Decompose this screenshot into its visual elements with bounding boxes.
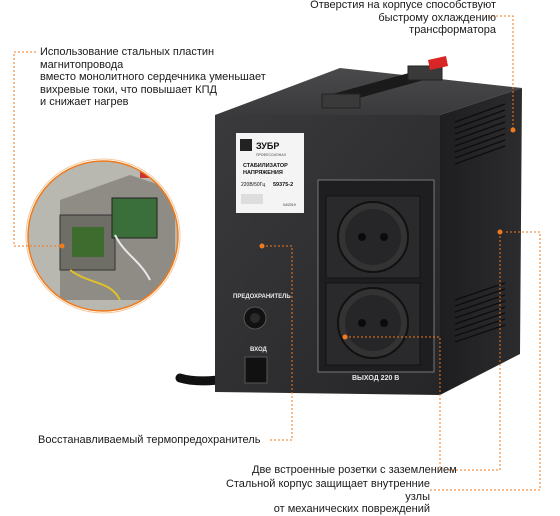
socket-bottom-inner (345, 295, 401, 351)
caption-body-line-1: Стальной корпус защищает внутренние узлы (225, 478, 430, 503)
internals-zoom (28, 161, 178, 311)
caption-core-line-1: Использование стальных пластин магнитопр… (40, 46, 215, 71)
caption-body-line-2: от механических повреждений (273, 503, 430, 515)
handle-grip-right (407, 65, 443, 81)
label-code: 04/2019 (283, 203, 296, 207)
brand-logo-icon (240, 139, 252, 151)
caption-steel-body: Стальной корпус защищает внутренние узлы… (220, 478, 430, 516)
circuit-board (111, 197, 158, 239)
socket-top-pin-right (380, 233, 388, 241)
zoom-ring (27, 160, 179, 312)
leader-dots (59, 127, 516, 340)
caption-core-line-4: и снижает нагрев (40, 96, 129, 108)
side-vents (454, 103, 506, 343)
label-brand: ЗУБР (256, 141, 279, 151)
socket-top-pin-left (358, 233, 366, 241)
fuse-label: ПРЕДОХРАНИТЕЛЬ (233, 294, 291, 300)
socket-bottom-pin-left (358, 319, 366, 327)
fuse-knob-center (250, 313, 260, 323)
stabilizer-illustration: ЗУБР ПРОФЕССИОНАЛ СТАБИЛИЗАТОР НАПРЯЖЕНИ… (13, 15, 541, 491)
label-product-1: СТАБИЛИЗАТОР (243, 163, 288, 169)
output-label: ВЫХОД 220 В (352, 375, 399, 382)
label-spec: 220В/50Гц (241, 182, 265, 188)
socket-bottom-pin-right (380, 319, 388, 327)
input-cord-gland (244, 356, 268, 384)
label-model: 59375-2 (273, 182, 293, 188)
cert-marks-icon (241, 194, 263, 204)
caption-sockets: Две встроенные розетки с заземлением (252, 464, 457, 476)
input-label: ВХОД (250, 347, 268, 353)
case-side (440, 88, 522, 395)
caption-core-line-3: вихревые токи, что повышает КПД (40, 83, 217, 96)
zoom-ring-outer (25, 158, 181, 314)
caption-thermal-fuse: Восстанавливаемый термопредохранитель (38, 434, 261, 446)
transformer-coil (72, 227, 104, 257)
caption-ventilation: Отверстия на корпусе способствуют быстро… (310, 0, 496, 36)
caption-core: Использование стальных пластин магнитопр… (40, 46, 280, 109)
socket-top-inner (345, 209, 401, 265)
leader-lines (13, 15, 541, 491)
handle-grip-left (321, 93, 361, 109)
caption-core-line-2: вместо монолитного сердечника уменьшает (40, 71, 266, 83)
power-switch (428, 56, 448, 70)
label-brand-sub: ПРОФЕССИОНАЛ (256, 153, 287, 157)
label-product-2: НАПРЯЖЕНИЯ (243, 170, 283, 176)
